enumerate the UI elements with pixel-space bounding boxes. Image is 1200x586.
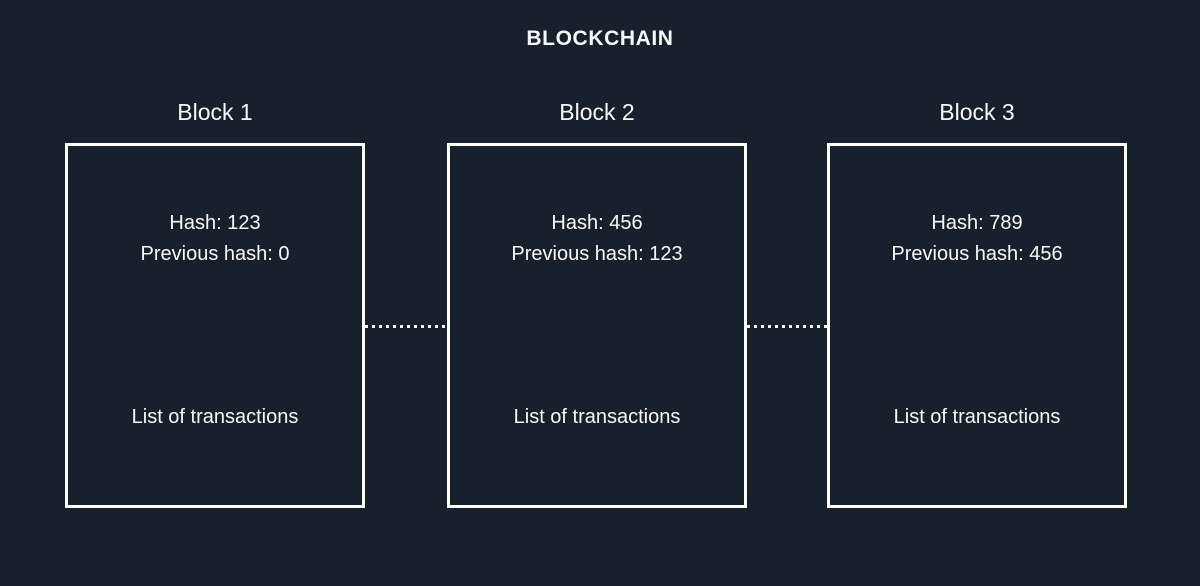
block-2-hash: Hash: 456 — [551, 212, 643, 234]
block-1-box: Hash: 123 Previous hash: 0 List of trans… — [65, 143, 365, 508]
block-2-hash-area: Hash: 456 Previous hash: 123 — [450, 208, 744, 270]
block-2: Block 2 Hash: 456 Previous hash: 123 Lis… — [447, 95, 747, 508]
block-1-label: Block 1 — [177, 99, 253, 125]
block-1-hash-area: Hash: 123 Previous hash: 0 — [68, 208, 362, 270]
block-1-hash: Hash: 123 — [169, 212, 261, 234]
block-2-label: Block 2 — [559, 99, 635, 125]
block-1-previous-hash: Previous hash: 0 — [140, 243, 290, 265]
block-3-label: Block 3 — [939, 99, 1015, 125]
connector-line-1-2 — [365, 325, 447, 328]
block-2-transactions: List of transactions — [513, 406, 681, 428]
block-1: Block 1 Hash: 123 Previous hash: 0 List … — [65, 95, 365, 508]
block-1-transactions: List of transactions — [131, 406, 299, 428]
block-3-box: Hash: 789 Previous hash: 456 List of tra… — [827, 143, 1127, 508]
block-3-hash-area: Hash: 789 Previous hash: 456 — [830, 208, 1124, 270]
block-3-transactions: List of transactions — [893, 406, 1061, 428]
diagram-title: BLOCKCHAIN — [526, 27, 674, 50]
block-2-box: Hash: 456 Previous hash: 123 List of tra… — [447, 143, 747, 508]
block-3: Block 3 Hash: 789 Previous hash: 456 Lis… — [827, 95, 1127, 508]
block-3-previous-hash: Previous hash: 456 — [891, 243, 1063, 265]
block-3-hash: Hash: 789 — [931, 212, 1023, 234]
block-2-previous-hash: Previous hash: 123 — [511, 243, 683, 265]
connector-line-2-3 — [747, 325, 827, 328]
